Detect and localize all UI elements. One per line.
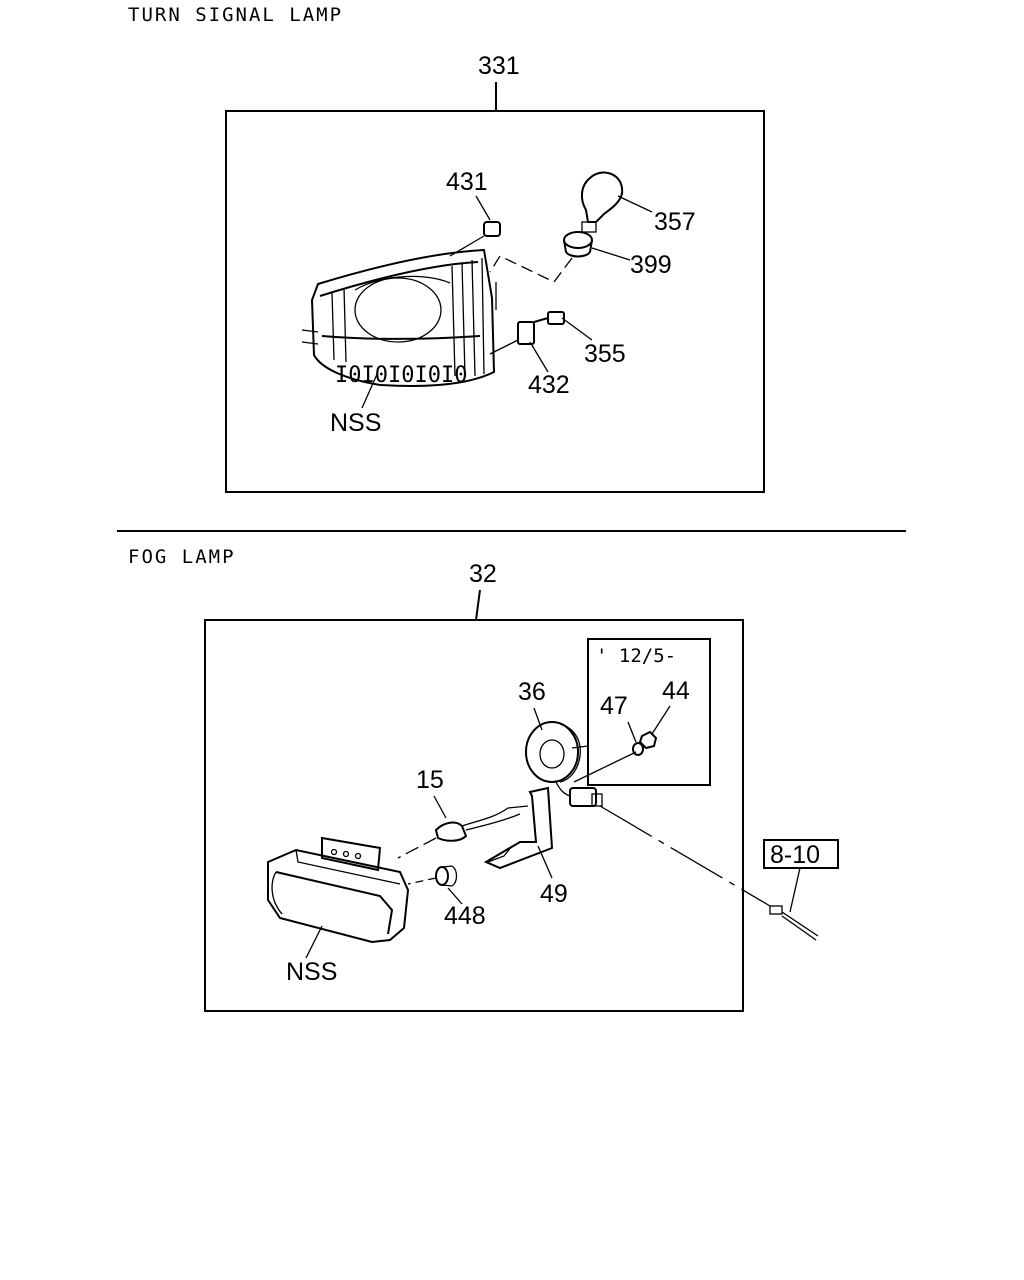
- callout-49: 49: [540, 880, 568, 908]
- callout-355: 355: [584, 340, 626, 368]
- callout-nss-turn: NSS: [330, 409, 381, 437]
- fog-lamp-section: 32 ' 12/5- 47 44 36: [204, 560, 839, 1012]
- callout-331: 331: [478, 52, 520, 80]
- turn-signal-frame: [225, 110, 765, 493]
- callout-32: 32: [469, 560, 497, 588]
- callout-8-10: 8-10: [770, 841, 820, 869]
- harness-leader: [599, 805, 771, 907]
- grommet-431: [483, 221, 501, 237]
- grommet-431-leader: [449, 235, 485, 257]
- callout-nss-fog: NSS: [286, 958, 337, 986]
- fog-lamp-frame: [204, 619, 744, 1012]
- svg-text:I0I0I0I0I0: I0I0I0I0I0: [335, 363, 467, 388]
- callout-448: 448: [444, 902, 486, 930]
- callout-432: 432: [528, 371, 570, 399]
- grommet-448: [435, 865, 458, 887]
- inset-label: ' 12/5-: [596, 645, 676, 667]
- bulb-15: [434, 805, 529, 842]
- clip-432: [489, 321, 535, 355]
- bulb-357: [580, 171, 624, 233]
- fog-lamp-housing: [267, 836, 410, 944]
- callout-357: 357: [654, 208, 696, 236]
- harness-plug: [769, 905, 783, 915]
- bracket-49: [483, 786, 554, 870]
- callout-44: 44: [662, 677, 690, 705]
- fog-connector: [555, 781, 603, 807]
- washer-47: [632, 742, 644, 756]
- screw-355: [533, 311, 565, 325]
- callout-32-leader: [475, 589, 481, 621]
- callout-15: 15: [416, 766, 444, 794]
- nut-44: [638, 730, 658, 750]
- turn-signal-lamp-heading: TURN SIGNAL LAMP: [128, 4, 344, 26]
- turn-signal-section: 331 I0I0I0I0I0 431: [225, 52, 765, 493]
- socket-399: [563, 231, 593, 258]
- callout-399: 399: [630, 251, 672, 279]
- ref-box-8-10: [763, 839, 839, 869]
- fog-unit-36: [525, 721, 589, 783]
- callout-47: 47: [600, 692, 628, 720]
- callout-36: 36: [518, 678, 546, 706]
- turn-signal-lamp-housing: I0I0I0I0I0: [301, 248, 496, 388]
- fog-lamp-heading: FOG LAMP: [128, 546, 236, 568]
- callout-431: 431: [446, 168, 488, 196]
- inset-box: [587, 638, 711, 786]
